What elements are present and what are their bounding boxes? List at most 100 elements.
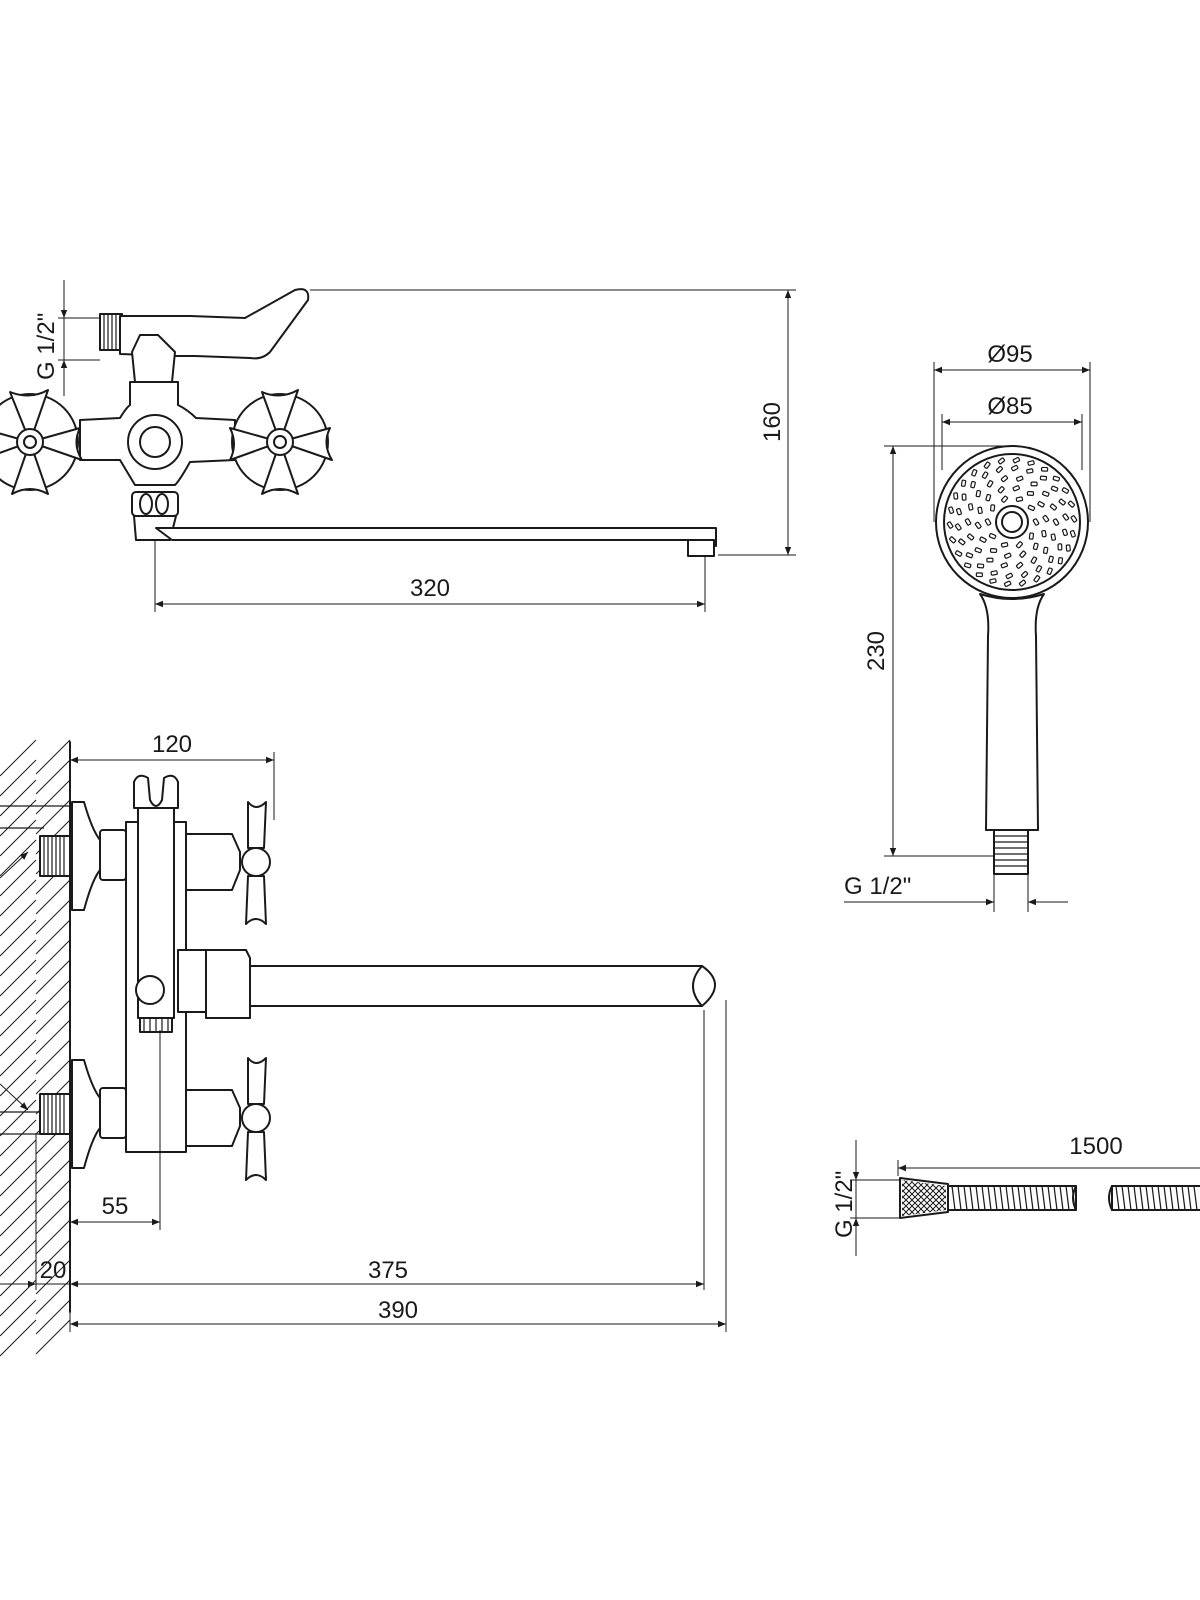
nozzle bbox=[997, 486, 1005, 494]
lower-cartridge bbox=[185, 1089, 241, 1147]
hose-rib bbox=[993, 1185, 998, 1211]
hose-rib bbox=[1157, 1185, 1162, 1211]
hose-rib bbox=[975, 1185, 980, 1211]
nozzle bbox=[1061, 487, 1070, 494]
hose-dimensions bbox=[850, 1140, 1200, 1256]
nozzle bbox=[970, 480, 976, 489]
hatch-line bbox=[0, 1059, 37, 1097]
hose-rib bbox=[1133, 1185, 1138, 1211]
top-width-label: 120 bbox=[152, 731, 192, 758]
nozzle bbox=[981, 471, 989, 479]
hatch-line bbox=[35, 1139, 71, 1175]
hand-shower bbox=[935, 445, 1089, 875]
hatch-line bbox=[0, 899, 37, 937]
shower-head-inner bbox=[943, 453, 1081, 591]
hatch-line bbox=[0, 959, 37, 997]
hatch-line bbox=[0, 879, 37, 917]
nozzle bbox=[975, 572, 983, 578]
nozzle bbox=[1039, 475, 1048, 481]
hose-rib bbox=[1035, 1185, 1040, 1211]
nozzle bbox=[1005, 572, 1014, 580]
aerator bbox=[687, 539, 715, 557]
upper-escutcheon bbox=[71, 801, 101, 911]
hose-rib bbox=[1065, 1185, 1070, 1211]
nozzle bbox=[1050, 485, 1059, 492]
hatch-line bbox=[35, 1059, 71, 1095]
hose-rib bbox=[1041, 1185, 1046, 1211]
hose-rib bbox=[981, 1185, 986, 1211]
hatch-line bbox=[0, 939, 37, 977]
hatch-line bbox=[35, 1319, 71, 1355]
nozzle bbox=[1000, 562, 1009, 569]
hose-rib bbox=[1121, 1185, 1126, 1211]
hose-thread-label: G 1/2" bbox=[831, 1171, 858, 1238]
hatch-line bbox=[0, 1259, 37, 1297]
nozzle bbox=[1042, 514, 1050, 523]
hatch-line bbox=[35, 1039, 71, 1075]
nozzle bbox=[986, 557, 994, 563]
nozzle bbox=[1026, 490, 1035, 496]
hose-rib bbox=[987, 1185, 992, 1211]
nozzle bbox=[989, 548, 998, 554]
hatch-line bbox=[0, 1299, 37, 1337]
hose-rib bbox=[1151, 1185, 1156, 1211]
nozzle bbox=[946, 521, 954, 529]
nozzle bbox=[1000, 542, 1009, 548]
hatch-line bbox=[0, 999, 37, 1037]
nozzle bbox=[1001, 495, 1009, 503]
lower-handle bbox=[245, 1057, 267, 1181]
hatch-line bbox=[35, 879, 71, 915]
hose-rib bbox=[1005, 1185, 1010, 1211]
hatch-line bbox=[35, 1239, 71, 1275]
hatch-line bbox=[0, 1199, 37, 1237]
nozzle bbox=[1042, 490, 1050, 497]
front-inlet-thread-label: G 1/2" bbox=[33, 313, 60, 380]
nozzle bbox=[1049, 503, 1058, 511]
handshower-length-label: 230 bbox=[863, 631, 890, 671]
nozzle bbox=[963, 562, 972, 569]
nozzle bbox=[965, 552, 974, 559]
hatch-line bbox=[0, 1179, 37, 1217]
nozzle bbox=[971, 469, 978, 477]
hose-rib bbox=[1115, 1185, 1120, 1211]
spout-length-label: 375 bbox=[368, 1257, 408, 1284]
hose-rib bbox=[1011, 1185, 1016, 1211]
nozzle bbox=[1046, 567, 1053, 575]
upper-nut bbox=[99, 829, 127, 881]
front-height-label: 160 bbox=[759, 402, 786, 442]
hatch-line bbox=[35, 1259, 71, 1295]
hose-rib bbox=[1059, 1185, 1064, 1211]
nozzle bbox=[961, 493, 967, 501]
top-view-dimensions bbox=[0, 752, 727, 1332]
nozzle bbox=[1065, 544, 1071, 552]
nozzle bbox=[954, 550, 963, 557]
nozzle bbox=[1028, 532, 1035, 540]
nozzle bbox=[988, 532, 997, 540]
nozzle bbox=[1062, 513, 1070, 521]
nozzle bbox=[979, 536, 987, 543]
shower-hose bbox=[899, 1177, 1200, 1219]
nozzle bbox=[1019, 550, 1027, 558]
nozzle bbox=[984, 518, 992, 526]
hose-rib bbox=[1023, 1185, 1028, 1211]
head-inner-diameter-label: Ø85 bbox=[987, 393, 1032, 420]
hose-section-right bbox=[1111, 1185, 1200, 1211]
hatch-line bbox=[0, 1239, 37, 1277]
upper-inlet-thread bbox=[39, 835, 71, 877]
hose-rib bbox=[999, 1185, 1004, 1211]
nozzle bbox=[1041, 466, 1049, 472]
nozzle bbox=[1050, 533, 1057, 541]
nozzle bbox=[1003, 552, 1012, 559]
hatch-line bbox=[35, 1299, 71, 1335]
nozzle bbox=[1003, 580, 1012, 588]
front-spout-reach-label: 320 bbox=[410, 575, 450, 602]
hose-rib bbox=[1017, 1185, 1022, 1211]
front-inlet-thread bbox=[99, 313, 123, 351]
hatch-line bbox=[0, 779, 37, 817]
top-spout bbox=[249, 965, 716, 1007]
spout-nut bbox=[205, 949, 251, 1019]
nozzle bbox=[1030, 556, 1038, 564]
nozzle bbox=[1057, 543, 1063, 551]
nozzle bbox=[1000, 475, 1009, 483]
nozzle bbox=[958, 538, 966, 546]
